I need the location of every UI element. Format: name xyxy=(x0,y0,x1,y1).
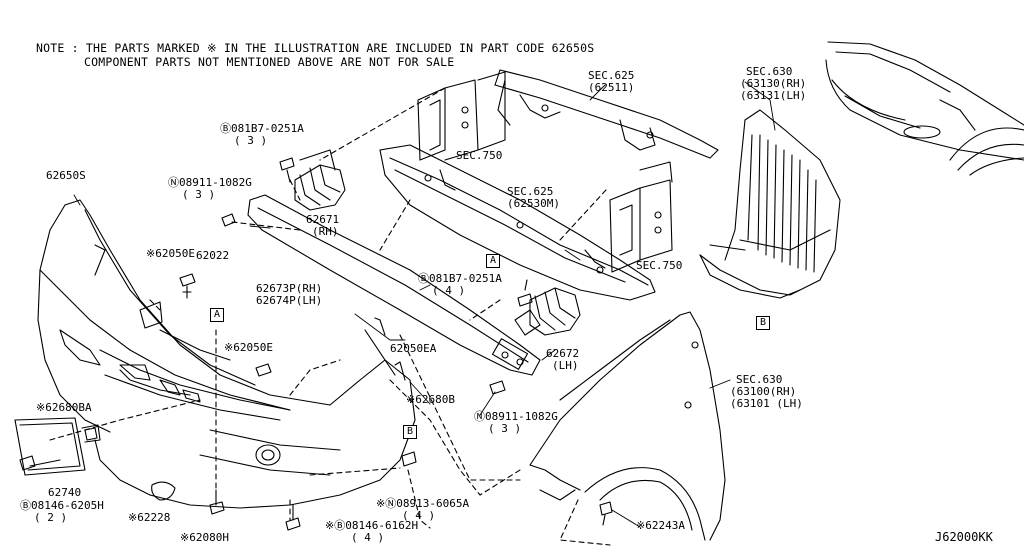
label-line: Ⓝ08911-1082G xyxy=(474,410,558,423)
radiator-core-support-upper xyxy=(494,69,719,159)
label-sec750-top: SEC.750 xyxy=(456,150,502,162)
label-line: SEC.630 xyxy=(746,65,793,78)
hardware-items xyxy=(19,157,613,531)
label-line: ※62080H xyxy=(180,531,229,544)
side-member-bracket-right xyxy=(609,161,673,273)
label-line: 62671 xyxy=(306,213,340,226)
label-62671: 62671 (RH) xyxy=(306,214,339,238)
label-line: ※62680BA xyxy=(36,401,92,414)
note-line-2: COMPONENT PARTS NOT MENTIONED ABOVE ARE … xyxy=(84,55,455,69)
label-bolt-6162h: ※Ⓑ08146-6162H ( 4 ) xyxy=(325,520,418,544)
label-line: ( 3 ) xyxy=(182,188,216,201)
label-line: SEC.625 xyxy=(588,69,635,82)
label-line: 62650S xyxy=(46,169,86,182)
front-fender xyxy=(529,311,726,541)
bumper-reinforcement-bar xyxy=(247,194,541,376)
side-member-bracket-left xyxy=(417,71,506,161)
bumper-reinforcement-upper xyxy=(379,144,656,301)
label-line: Ⓑ081B7-0251A xyxy=(418,272,502,285)
label-line: 62672 xyxy=(546,347,580,360)
label-line: 62050EA xyxy=(390,342,437,355)
label-line: ( 4 ) xyxy=(432,284,466,297)
label-62672: 62672 (LH) xyxy=(546,348,579,372)
label-line: ※62050E xyxy=(146,247,195,260)
label-line: ( 4 ) xyxy=(402,509,436,522)
label-line: Ⓑ081B7-0251A xyxy=(220,122,304,135)
label-line: SEC.750 xyxy=(456,149,503,162)
leader-lines xyxy=(73,81,776,528)
label-line: ※62243A xyxy=(636,519,685,532)
bumper-fascia xyxy=(37,199,416,509)
label-62050e-top: ※62050E xyxy=(146,248,195,260)
label-line: ( 4 ) xyxy=(351,531,385,544)
label-nut-1082g-bot: Ⓝ08911-1082G ( 3 ) xyxy=(474,411,558,435)
label-62673p: 62673P(RH) 62674P(LH) xyxy=(256,283,322,307)
label-sec630-bot: SEC.630 (63100(RH) (63101 (LH) xyxy=(730,374,803,410)
fender-liner xyxy=(699,109,841,299)
label-sec630-top: SEC.630 (63130(RH) (63131(LH) xyxy=(740,66,806,102)
label-bolt-0251a-mid: Ⓑ081B7-0251A ( 4 ) xyxy=(418,273,502,297)
label-62650s: 62650S xyxy=(46,170,86,182)
label-line: ※62228 xyxy=(128,511,171,524)
label-sec625-top: SEC.625 (62511) xyxy=(588,70,634,94)
label-nut-1082g-top: Ⓝ08911-1082G ( 3 ) xyxy=(168,177,252,201)
label-62228: ※62228 xyxy=(128,512,170,524)
label-bolt-0251a-top: Ⓑ081B7-0251A ( 3 ) xyxy=(220,123,304,147)
car-front-view xyxy=(825,41,1024,176)
label-line: ※62050E xyxy=(224,341,273,354)
label-sec750-mid: SEC.750 xyxy=(636,260,682,272)
label-line: SEC.750 xyxy=(636,259,683,272)
label-62243a: ※62243A xyxy=(636,520,685,532)
label-line: (63100(RH) xyxy=(730,385,797,398)
ref-box-b-right: B xyxy=(756,316,770,330)
label-62050ea: 62050EA xyxy=(390,343,436,355)
label-line: SEC.630 xyxy=(736,373,783,386)
label-line: 62022 xyxy=(196,249,230,262)
bumper-stay-lh xyxy=(514,287,581,336)
label-62050e-mid: ※62050E xyxy=(224,342,273,354)
label-line: SEC.625 xyxy=(507,185,554,198)
label-line: (63101 (LH) xyxy=(730,397,803,410)
ref-box-b-lower: B xyxy=(403,425,417,439)
label-line: (RH) xyxy=(312,225,339,238)
label-62022: 62022 xyxy=(196,250,229,262)
label-line: ( 3 ) xyxy=(234,134,268,147)
label-62080h: ※62080H xyxy=(180,532,229,544)
bumper-stay-rh xyxy=(294,149,346,211)
label-line: ( 3 ) xyxy=(488,422,522,435)
label-line: (63130(RH) xyxy=(740,77,807,90)
note-line-1: NOTE : THE PARTS MARKED ※ IN THE ILLUSTR… xyxy=(36,41,595,55)
label-line: Ⓑ08146-6205H xyxy=(20,499,104,512)
label-line: Ⓝ08911-1082G xyxy=(168,176,252,189)
label-line: (63131(LH) xyxy=(740,89,807,102)
label-line: (LH) xyxy=(552,359,579,372)
assembly-dashed-lines xyxy=(49,87,611,546)
label-line: ( 2 ) xyxy=(34,511,68,524)
label-line: 62740 xyxy=(48,486,82,499)
label-62680b: ※62680B xyxy=(406,394,455,406)
label-nut-6065a: ※Ⓝ08913-6065A ( 4 ) xyxy=(376,498,469,522)
label-line: (62530M) xyxy=(507,197,560,210)
label-62680ba: ※62680BA xyxy=(36,402,92,414)
label-line: (62511) xyxy=(588,81,635,94)
ref-box-a-upper: A xyxy=(486,254,500,268)
ref-box-a-lower: A xyxy=(210,308,224,322)
license-plate-bracket xyxy=(14,417,101,476)
label-sec625-mid: SEC.625 (62530M) xyxy=(507,186,560,210)
label-line: 62673P(RH) xyxy=(256,282,323,295)
label-line: ※62680B xyxy=(406,393,455,406)
label-line: 62674P(LH) xyxy=(256,294,323,307)
label-line: ※Ⓑ08146-6162H xyxy=(325,519,419,532)
label-62740: 62740 xyxy=(48,487,81,499)
label-bolt-6205h: Ⓑ08146-6205H ( 2 ) xyxy=(20,500,104,524)
label-line: ※Ⓝ08913-6065A xyxy=(376,497,470,510)
diagram-code: J62000KK xyxy=(935,530,993,544)
